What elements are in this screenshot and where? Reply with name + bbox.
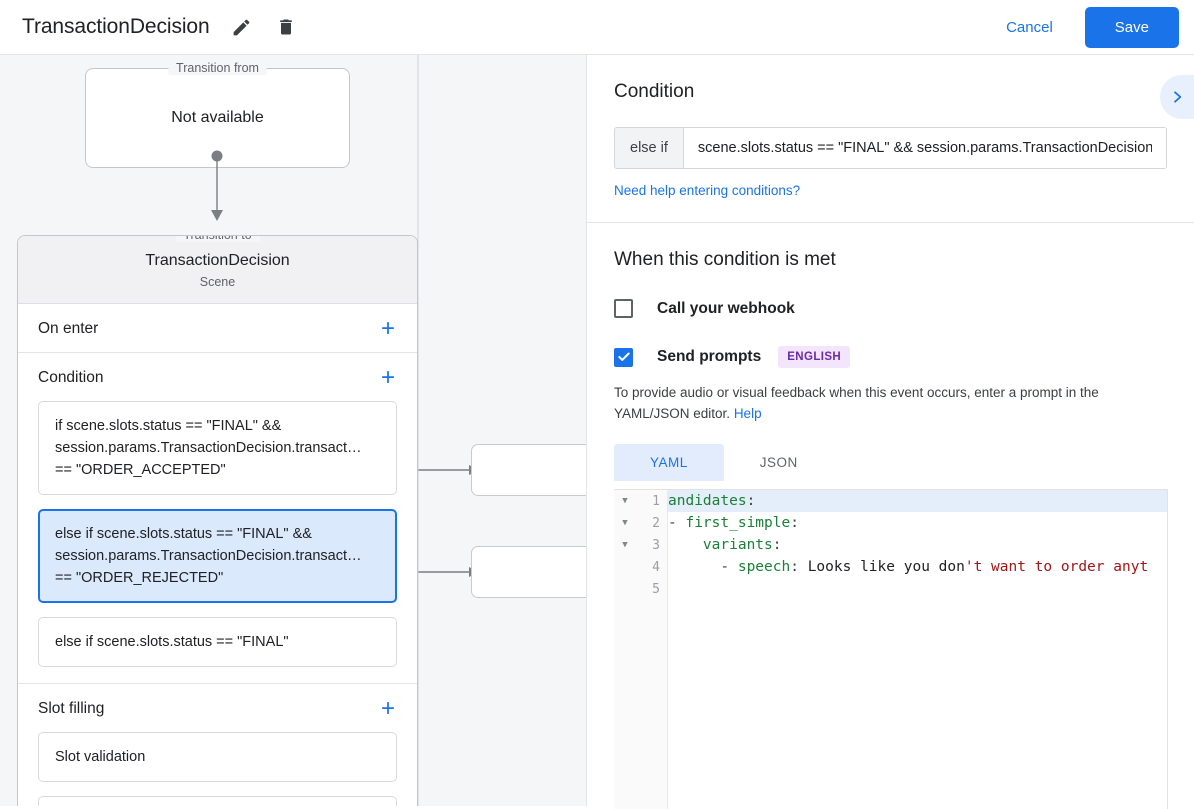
code-token: variants: [702, 537, 773, 553]
code-line[interactable]: [668, 578, 1167, 600]
section-slot-filling-title: Slot filling: [38, 700, 105, 717]
code-token: :: [746, 493, 756, 509]
gutter-line: 4: [614, 556, 667, 578]
call-webhook-label: Call your webhook: [657, 299, 795, 317]
gutter-line: ▼2: [614, 512, 667, 534]
slot-item-partial[interactable]: [38, 796, 397, 806]
scene-card-header[interactable]: TransactionDecision Scene: [18, 236, 417, 304]
tab-yaml[interactable]: YAML: [614, 444, 724, 481]
send-prompts-checkbox[interactable]: [614, 347, 633, 367]
language-badge: ENGLISH: [778, 346, 851, 368]
scene-name: TransactionDecision: [145, 252, 290, 269]
code-token: -: [668, 515, 686, 531]
add-condition-button[interactable]: +: [380, 364, 395, 391]
section-condition: Condition + if scene.slots.status == "FI…: [18, 353, 417, 684]
add-slot-filling-button[interactable]: +: [380, 695, 395, 722]
line-number: 2: [652, 515, 660, 531]
code-line[interactable]: andidates:: [668, 490, 1167, 512]
code-token: :: [790, 559, 808, 575]
line-number: 1: [652, 493, 660, 509]
prompt-help-link[interactable]: Help: [733, 406, 762, 421]
condition-item[interactable]: else if scene.slots.status == "FINAL": [38, 617, 397, 667]
line-number: 5: [652, 581, 660, 597]
slot-validation-item[interactable]: Slot validation: [38, 732, 397, 782]
condition-item[interactable]: if scene.slots.status == "FINAL" && sess…: [38, 401, 397, 495]
chevron-right-icon: [1174, 91, 1182, 103]
line-number: 4: [652, 559, 660, 575]
transition-from-box: Transition from Not available: [85, 61, 350, 168]
fold-arrow-icon[interactable]: ▼: [622, 496, 628, 506]
header-actions: Cancel Save: [990, 6, 1194, 48]
editor-code-area[interactable]: andidates:- first_simple: variants: - sp…: [668, 490, 1168, 809]
condition-heading: Condition: [614, 81, 695, 102]
scene-card: Transition to TransactionDecision Scene …: [17, 235, 418, 806]
send-prompts-label: Send prompts: [657, 348, 762, 365]
pencil-icon[interactable]: [230, 15, 254, 39]
collapse-panel-button[interactable]: [1160, 75, 1194, 119]
gutter-line: ▼3: [614, 534, 667, 556]
panel-divider: [587, 222, 1194, 223]
page-title: TransactionDecision: [22, 15, 210, 38]
code-line[interactable]: variants:: [668, 534, 1167, 556]
code-token: 't want to order anyt: [964, 559, 1149, 575]
line-number: 3: [652, 537, 660, 553]
condition-editor: Condition else if Need help entering con…: [587, 55, 1194, 200]
fold-arrow-icon[interactable]: ▼: [622, 540, 628, 550]
condition-expression-input[interactable]: [683, 128, 1166, 168]
check-icon: [617, 352, 630, 361]
save-button[interactable]: Save: [1084, 6, 1179, 48]
code-token: first_simple: [685, 515, 791, 531]
editor-format-tabs: YAML JSON: [614, 444, 1168, 481]
cancel-button[interactable]: Cancel: [990, 10, 1069, 45]
code-token: [668, 537, 703, 553]
fold-arrow-icon[interactable]: ▼: [622, 518, 628, 528]
condition-help-link[interactable]: Need help entering conditions?: [614, 183, 801, 198]
prompt-description-text: To provide audio or visual feedback when…: [614, 385, 1099, 421]
code-token: Looks like you don: [807, 559, 965, 575]
section-slot-filling-header: Slot filling +: [18, 684, 417, 732]
send-prompts-row[interactable]: Send prompts ENGLISH: [614, 346, 1168, 368]
app-header: TransactionDecision Cancel Save: [0, 0, 1194, 55]
code-token: andidates: [668, 493, 747, 509]
details-panel: Condition else if Need help entering con…: [586, 55, 1194, 809]
transition-to-legend: Transition to: [175, 236, 260, 242]
transition-from-legend: Transition from: [168, 61, 267, 75]
scene-graph-canvas[interactable]: Transition from Not available Transition…: [0, 55, 586, 806]
code-token: :: [772, 537, 782, 553]
section-on-enter-title: On enter: [38, 320, 99, 337]
gutter-line: 5: [614, 578, 667, 600]
slot-filling-list: Slot validation: [18, 732, 417, 806]
section-on-enter-header: On enter +: [18, 304, 417, 352]
when-condition-met-section: When this condition is met Call your web…: [587, 223, 1194, 809]
section-condition-header: Condition +: [18, 353, 417, 401]
trash-icon[interactable]: [274, 15, 298, 39]
call-webhook-checkbox[interactable]: [614, 299, 633, 318]
condition-item-selected[interactable]: else if scene.slots.status == "FINAL" &&…: [38, 509, 397, 603]
gutter-line: ▼1: [614, 490, 667, 512]
target-node[interactable]: [471, 444, 586, 496]
webhook-row[interactable]: Call your webhook: [614, 299, 1168, 318]
section-condition-title: Condition: [38, 369, 104, 386]
section-on-enter: On enter +: [18, 304, 417, 353]
code-token: :: [790, 515, 799, 531]
condition-list: if scene.slots.status == "FINAL" && sess…: [18, 401, 417, 683]
prompt-description: To provide audio or visual feedback when…: [614, 382, 1166, 424]
code-token: speech: [737, 559, 791, 575]
scene-type: Scene: [199, 275, 236, 289]
code-line[interactable]: - speech: Looks like you don't want to o…: [668, 556, 1167, 578]
section-slot-filling: Slot filling + Slot validation: [18, 684, 417, 806]
tab-json[interactable]: JSON: [759, 455, 798, 470]
add-on-enter-button[interactable]: +: [380, 315, 395, 342]
target-node[interactable]: [471, 546, 586, 598]
condition-prefix-label: else if: [615, 128, 684, 168]
code-line[interactable]: - first_simple:: [668, 512, 1167, 534]
flow-arrow-icon: [211, 150, 223, 221]
condition-input-row[interactable]: else if: [614, 127, 1167, 169]
code-token: -: [668, 559, 738, 575]
when-met-heading: When this condition is met: [614, 249, 836, 270]
transition-from-value: Not available: [171, 109, 264, 126]
